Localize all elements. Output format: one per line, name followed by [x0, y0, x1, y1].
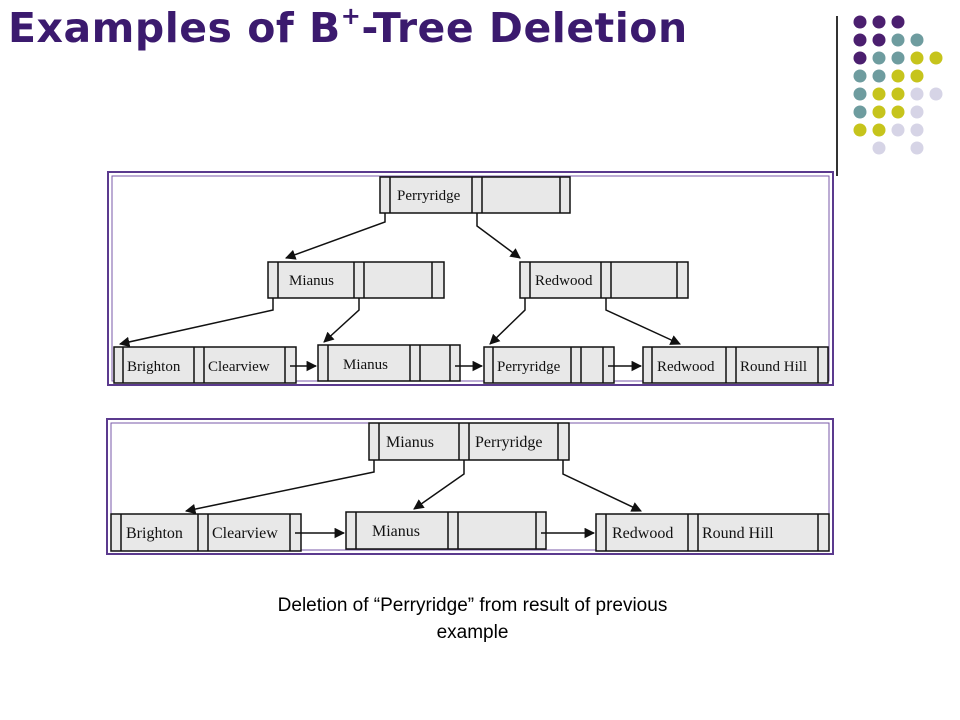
dot — [891, 51, 905, 65]
bottom-leaf-3: Redwood Round Hill — [595, 513, 830, 552]
dots-group — [853, 15, 943, 155]
top-root-key-1: Perryridge — [397, 188, 461, 204]
top-leaf-4: Redwood Round Hill — [642, 346, 829, 384]
pointer-arrow — [489, 298, 526, 345]
dot — [891, 33, 905, 47]
top-tree-pointers — [118, 213, 681, 372]
pointer-arrow — [562, 460, 642, 512]
dot — [891, 15, 905, 29]
bottom-leaf-1-key-2: Clearview — [212, 525, 278, 542]
dot — [853, 123, 867, 137]
pointer-arrow — [605, 298, 681, 345]
caption-line-1: Deletion of “Perryridge” from result of … — [277, 595, 668, 616]
dot — [910, 51, 924, 65]
dot — [910, 69, 924, 83]
pointer-arrow — [476, 213, 521, 259]
dot — [910, 33, 924, 47]
dot — [910, 87, 924, 101]
top-root-node: Perryridge — [379, 176, 571, 214]
dot — [929, 51, 943, 65]
top-leaf-1-key-1: Brighton — [127, 359, 181, 375]
dot — [929, 87, 943, 101]
dot — [872, 87, 886, 101]
top-leaf-3-key-1: Perryridge — [497, 359, 561, 375]
dot — [872, 123, 886, 137]
title-divider-line — [836, 16, 838, 176]
dot — [891, 123, 905, 137]
top-leaf-3: Perryridge — [483, 346, 615, 384]
dot — [872, 69, 886, 83]
dot — [872, 141, 886, 155]
dot — [891, 87, 905, 101]
decorative-dot-grid — [853, 15, 943, 155]
bottom-leaf-2: Mianus — [345, 511, 547, 550]
title-superscript: + — [340, 2, 362, 30]
top-leaf-1: Brighton Clearview — [113, 346, 297, 384]
top-leaf-2-key-1: Mianus — [343, 357, 388, 373]
top-internal-left-key-1: Mianus — [289, 273, 334, 289]
dot — [872, 105, 886, 119]
dot — [910, 105, 924, 119]
dot — [891, 69, 905, 83]
dot — [910, 123, 924, 137]
bottom-leaf-3-key-1: Redwood — [612, 525, 673, 542]
dot — [853, 51, 867, 65]
top-internal-node-right: Redwood — [519, 261, 689, 299]
pointer-arrow — [285, 213, 386, 260]
top-internal-node-left: Mianus — [267, 261, 445, 299]
bottom-tree-pointers — [184, 460, 642, 539]
top-leaf-1-key-2: Clearview — [208, 359, 270, 375]
dot — [891, 105, 905, 119]
bottom-leaf-1-key-1: Brighton — [126, 525, 183, 542]
top-internal-right-key-1: Redwood — [535, 273, 593, 289]
pointer-arrow — [413, 460, 465, 510]
dot — [853, 69, 867, 83]
bottom-leaf-1: Brighton Clearview — [110, 513, 302, 552]
bottom-leaf-2-key-1: Mianus — [372, 523, 420, 540]
caption-line-2: example — [436, 622, 509, 643]
top-leaf-4-key-2: Round Hill — [740, 359, 807, 375]
bottom-root-node: Mianus Perryridge — [368, 422, 570, 461]
title-rest: -Tree Deletion — [361, 4, 688, 52]
slide-title: Examples of B+-Tree Deletion — [8, 2, 688, 52]
pointer-arrow — [323, 298, 360, 343]
pointer-arrow — [118, 298, 274, 348]
dot — [872, 15, 886, 29]
bottom-root-key-1: Mianus — [386, 434, 434, 451]
pointer-arrow — [184, 460, 375, 515]
top-panel-inner-border — [111, 175, 830, 382]
top-leaf-4-key-1: Redwood — [657, 359, 715, 375]
title-main: Examples of B — [8, 4, 341, 52]
top-leaf-2: Mianus — [317, 344, 461, 382]
dot — [872, 51, 886, 65]
bottom-leaf-3-key-2: Round Hill — [702, 525, 774, 542]
bottom-root-key-2: Perryridge — [475, 434, 543, 451]
dot — [853, 15, 867, 29]
dot — [853, 105, 867, 119]
figure-caption: Deletion of “Perryridge” from result of … — [200, 592, 745, 646]
dot — [910, 141, 924, 155]
dot — [853, 87, 867, 101]
dot — [853, 33, 867, 47]
dot — [872, 33, 886, 47]
